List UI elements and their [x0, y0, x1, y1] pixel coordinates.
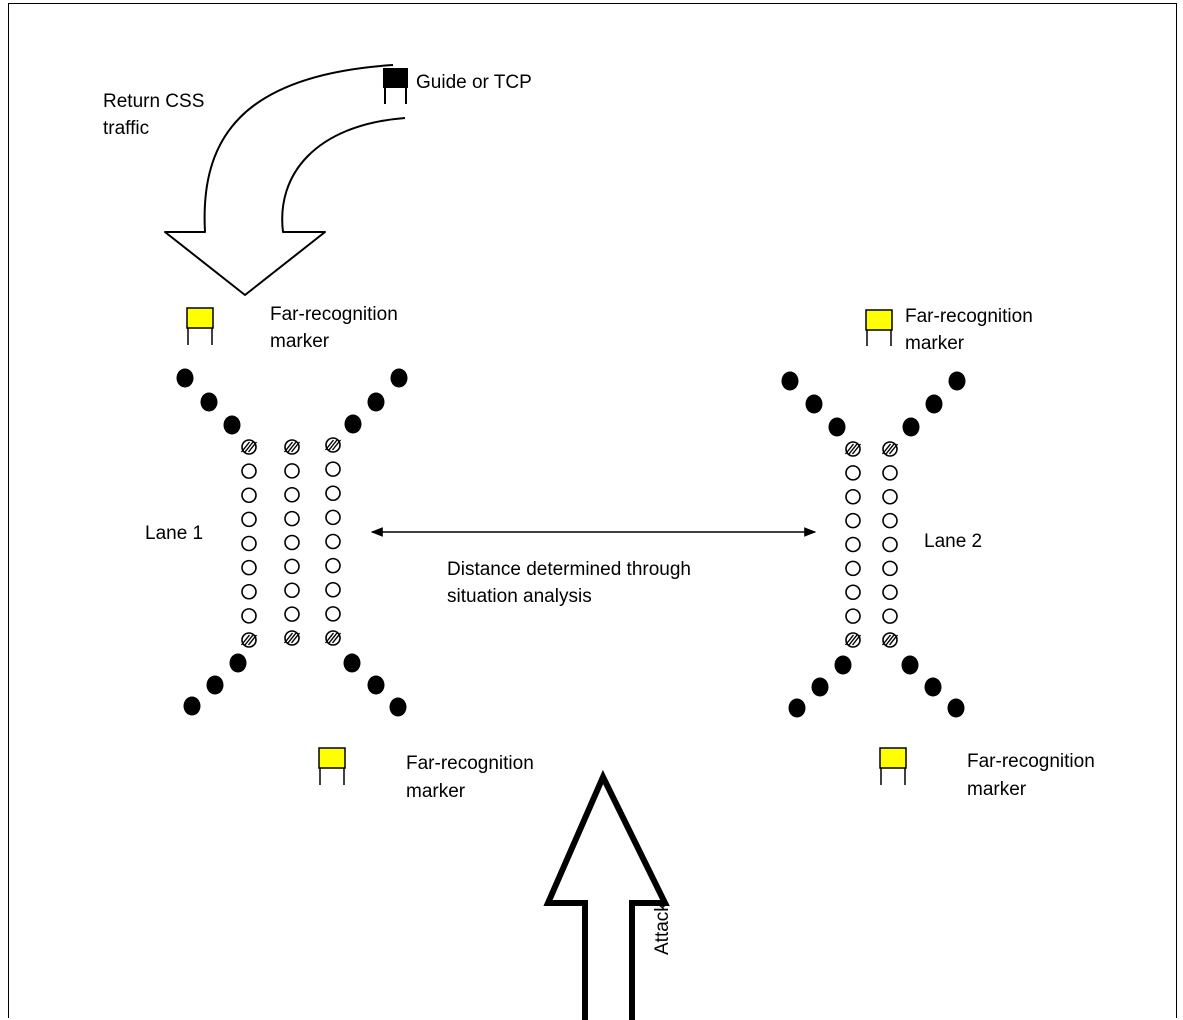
guide-flag-icon — [383, 68, 408, 104]
marker-label-bottom-left-line1: Far-recognition — [406, 753, 534, 774]
vehicle-icon — [845, 512, 861, 529]
vehicle-icon — [241, 511, 257, 528]
vehicle-icon — [241, 535, 257, 552]
hatched-vehicle-icon — [324, 630, 342, 646]
hatched-vehicle-icon — [881, 632, 899, 648]
vehicle-icon — [882, 560, 898, 577]
distance-label-line1: Distance determined through — [447, 559, 691, 580]
vehicle-icon — [284, 510, 300, 527]
vehicle-icon — [882, 584, 898, 601]
vehicle-columns — [240, 437, 899, 648]
vehicle-icon — [325, 461, 341, 477]
vehicle-icon — [882, 536, 898, 553]
vehicle-icon — [241, 559, 257, 576]
vehicle-icon — [845, 536, 861, 553]
vehicle-icon — [325, 509, 341, 526]
vehicle-icon — [325, 606, 341, 622]
hatched-vehicle-icon — [283, 439, 301, 455]
vehicle-icon — [845, 465, 861, 481]
marker-label-bottom-left-line2: marker — [406, 781, 466, 802]
vehicle-icon — [882, 465, 898, 481]
lane1-label: Lane 1 — [145, 523, 204, 544]
marker-flag-icon-bottom-left — [318, 747, 346, 785]
vehicle-icon — [241, 487, 257, 504]
hatched-vehicle-icon — [324, 437, 342, 453]
hatched-vehicle-icon — [283, 630, 301, 646]
vehicle-icon — [284, 486, 300, 503]
marker-label-bottom-right-line1: Far-recognition — [967, 751, 1095, 772]
vehicle-icon — [882, 512, 898, 529]
marker-label-top-right-line2: marker — [905, 333, 965, 354]
vehicle-icon — [284, 463, 300, 479]
distance-label-line2: situation analysis — [447, 586, 592, 607]
vehicle-icon — [882, 488, 898, 505]
marker-flag-icon-bottom-right — [879, 747, 907, 785]
return-traffic-label-line2: traffic — [103, 118, 150, 139]
vehicle-icon — [284, 606, 300, 622]
marker-label-bottom-right-line2: marker — [967, 779, 1027, 800]
vehicle-icon — [284, 534, 300, 551]
vehicle-icon — [284, 558, 300, 575]
guide-tcp-label: Guide or TCP — [416, 72, 532, 93]
lane2-cones — [781, 371, 966, 718]
hatched-vehicle-icon — [881, 441, 899, 457]
hatched-vehicle-icon — [240, 632, 258, 648]
vehicle-icon — [241, 608, 257, 624]
return-traffic-arrow — [164, 64, 406, 296]
vehicle-icon — [325, 557, 341, 574]
vehicle-icon — [325, 581, 341, 598]
return-traffic-label-line1: Return CSS — [103, 91, 205, 112]
hatched-vehicle-icon — [240, 439, 258, 455]
marker-flag-icon-top-right — [865, 309, 893, 346]
hatched-vehicle-icon — [844, 632, 862, 648]
lane1-cones — [176, 368, 408, 717]
marker-label-top-left-line2: marker — [270, 331, 330, 352]
vehicle-icon — [845, 584, 861, 601]
vehicle-icon — [325, 485, 341, 502]
marker-flag-icon-top-left — [186, 307, 214, 345]
vehicle-icon — [845, 608, 861, 624]
lane2-label: Lane 2 — [924, 531, 983, 552]
vehicle-icon — [845, 488, 861, 505]
diagram-frame — [8, 3, 1177, 1018]
vehicle-icon — [845, 560, 861, 577]
attack-label: Attack — [652, 902, 673, 955]
hatched-vehicle-icon — [844, 441, 862, 457]
attack-arrow — [543, 769, 670, 1020]
marker-label-top-right-line1: Far-recognition — [905, 306, 1033, 327]
vehicle-icon — [241, 463, 257, 479]
vehicle-icon — [241, 583, 257, 600]
vehicle-icon — [284, 582, 300, 599]
vehicle-icon — [325, 533, 341, 550]
marker-label-top-left-line1: Far-recognition — [270, 304, 398, 325]
vehicle-icon — [882, 608, 898, 624]
